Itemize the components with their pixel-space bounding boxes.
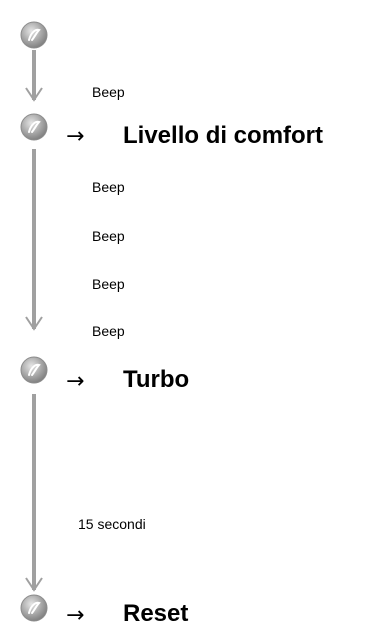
down-arrow-icon (25, 50, 43, 102)
note-15-seconds: 15 secondi (78, 516, 146, 532)
arrow-to-comfort-icon: → (66, 124, 85, 149)
state-title-turbo: Turbo (123, 366, 190, 393)
note-beep-2: Beep (92, 179, 125, 195)
round-button-icon (20, 356, 48, 384)
down-arrow-icon (25, 149, 43, 331)
button-icon-2[interactable] (20, 113, 48, 141)
arrow-to-reset-icon: → (66, 603, 85, 628)
note-beep-3: Beep (92, 228, 125, 244)
note-beep-5: Beep (92, 323, 125, 339)
state-title-comfort: Livello di comfort (123, 122, 324, 149)
button-icon-1[interactable] (20, 21, 48, 49)
connector-2 (23, 149, 45, 331)
state-title-reset: Reset (123, 600, 189, 627)
round-button-icon (20, 594, 48, 622)
down-arrow-icon (25, 394, 43, 592)
round-button-icon (20, 113, 48, 141)
round-button-icon (20, 21, 48, 49)
note-beep-1: Beep (92, 84, 125, 100)
button-icon-4[interactable] (20, 594, 48, 622)
arrow-to-turbo-icon: → (66, 369, 85, 394)
connector-3 (23, 394, 45, 592)
note-beep-4: Beep (92, 276, 125, 292)
connector-1 (23, 50, 45, 102)
button-icon-3[interactable] (20, 356, 48, 384)
